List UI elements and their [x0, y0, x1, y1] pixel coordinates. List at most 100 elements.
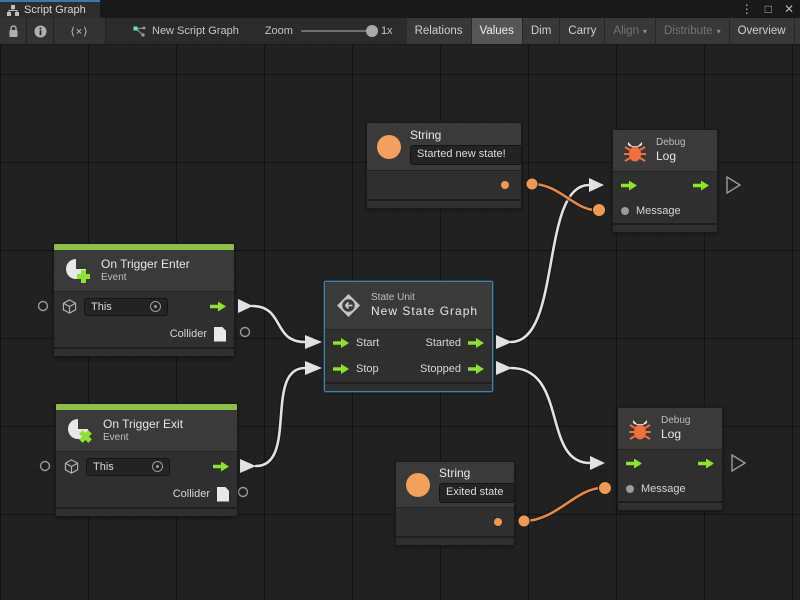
wire-stopped-to-debug — [508, 365, 593, 466]
node-footer — [54, 347, 234, 356]
chevron-down-icon: ▾ — [642, 26, 647, 36]
script-graph-icon — [133, 26, 146, 37]
lock-icon — [9, 24, 17, 37]
overview-button[interactable]: Overview — [729, 18, 795, 44]
flow-output-port[interactable] — [693, 180, 709, 191]
port-enter-out — [238, 299, 253, 313]
wire-exit-to-stop — [253, 365, 308, 469]
target-picker-icon[interactable] — [150, 301, 161, 312]
string-type-icon — [377, 134, 401, 159]
collider-value-icon[interactable] — [214, 326, 226, 342]
start-input-port[interactable] — [333, 338, 349, 348]
stopped-output-port[interactable] — [468, 364, 484, 374]
wire-string-to-message-top — [529, 181, 599, 213]
target-self-field[interactable]: This — [86, 457, 170, 476]
flow-input-port[interactable] — [626, 458, 642, 469]
bug-icon — [624, 141, 646, 162]
node-on-trigger-exit[interactable]: On Trigger Exit Event This — [55, 403, 238, 517]
port-exit-collider-out — [237, 486, 249, 498]
started-output-port[interactable] — [468, 338, 484, 348]
wire-enter-to-start — [249, 303, 308, 345]
maximize-icon[interactable]: □ — [764, 2, 772, 16]
port-label: Message — [636, 205, 681, 217]
string-output-port[interactable] — [494, 518, 502, 526]
tab-script-graph[interactable]: Script Graph — [0, 0, 100, 18]
zoom-slider[interactable] — [300, 25, 378, 37]
relations-button[interactable]: Relations — [406, 18, 472, 44]
gameobject-cube-icon — [62, 299, 77, 314]
bug-icon — [629, 419, 651, 440]
code-view-button[interactable]: ⟨×⟩ — [54, 18, 106, 44]
string-type-icon — [406, 472, 430, 497]
window-menu-icon[interactable]: ⋮ — [740, 2, 753, 16]
graph-name[interactable]: New Script Graph — [132, 18, 239, 44]
carry-button[interactable]: Carry — [560, 18, 606, 44]
zoom-value: 1x — [380, 25, 393, 37]
node-debug-log-top[interactable]: Debug Log Message — [612, 129, 718, 233]
graph-name-label: New Script Graph — [152, 25, 239, 37]
node-category: State Unit — [371, 291, 415, 303]
trigger-enter-icon — [66, 256, 90, 283]
node-state-unit[interactable]: State Unit New State Graph Start Started… — [324, 281, 493, 392]
dim-button[interactable]: Dim — [522, 18, 561, 44]
node-string-bottom[interactable]: String Exited state — [395, 461, 515, 546]
flow-output-port[interactable] — [213, 461, 229, 472]
node-footer — [396, 536, 514, 545]
port-exit-out — [240, 459, 256, 473]
node-category: Debug — [661, 414, 691, 426]
state-unit-icon — [337, 294, 360, 317]
toolbar-buttons: Relations Values Dim Carry Align ▾ Distr… — [406, 18, 800, 44]
port-stopped-out — [496, 361, 512, 375]
zoom-control: Zoom 1x — [265, 18, 393, 44]
distribute-button[interactable]: Distribute ▾ — [656, 18, 730, 44]
message-input-port[interactable] — [621, 207, 629, 215]
port-label: Started — [425, 337, 461, 349]
target-self-field[interactable]: This — [84, 297, 168, 316]
collider-value-icon[interactable] — [217, 486, 229, 502]
string-output-port[interactable] — [501, 181, 509, 189]
node-string-top[interactable]: String Started new state! — [366, 122, 522, 209]
target-picker-icon[interactable] — [152, 461, 163, 472]
node-category: Debug — [656, 136, 686, 148]
port-message-top-in — [592, 203, 606, 217]
port-enter-self-in — [37, 300, 49, 312]
graph-toolbar: ⟨×⟩ New Script Graph Zoom 1x Relations V… — [0, 18, 800, 45]
node-title: On Trigger Enter — [101, 256, 190, 271]
lock-button[interactable] — [0, 18, 27, 44]
graph-canvas[interactable]: String Started new state! — [0, 45, 800, 600]
port-label: Collider — [169, 328, 207, 340]
node-title: String — [439, 466, 471, 481]
flow-output-port[interactable] — [210, 301, 226, 312]
fullscreen-button[interactable]: Full Screen — [794, 18, 800, 44]
node-footer — [618, 501, 722, 510]
port-exit-self-in — [39, 460, 51, 472]
string-value-input[interactable]: Started new state! — [410, 145, 522, 165]
event-accent-bar — [54, 244, 234, 250]
info-button[interactable] — [27, 18, 54, 44]
flow-input-port[interactable] — [621, 180, 637, 191]
port-string-top-out — [525, 177, 539, 191]
port-label: Start — [356, 337, 380, 349]
port-string-bottom-out — [517, 514, 531, 528]
port-enter-collider-out — [239, 326, 251, 338]
port-debug-bottom-flow-out — [731, 453, 747, 473]
message-input-port[interactable] — [626, 485, 634, 493]
values-button[interactable]: Values — [471, 18, 523, 44]
arrowhead-debug-top-in — [589, 178, 604, 192]
node-on-trigger-enter[interactable]: On Trigger Enter Event This — [53, 243, 235, 357]
zoom-slider-handle[interactable] — [365, 25, 378, 37]
flow-output-port[interactable] — [698, 458, 714, 469]
node-title: On Trigger Exit — [103, 416, 184, 431]
stop-input-port[interactable] — [333, 364, 349, 374]
node-subtitle: Event — [103, 431, 129, 443]
align-button[interactable]: Align ▾ — [605, 18, 656, 44]
close-icon[interactable]: ✕ — [783, 2, 794, 16]
node-debug-log-bottom[interactable]: Debug Log Message — [617, 407, 723, 511]
string-value-input[interactable]: Exited state — [439, 483, 515, 503]
node-footer — [613, 223, 717, 232]
node-footer — [56, 507, 237, 516]
trigger-exit-icon — [68, 416, 92, 443]
node-subtitle: Event — [101, 271, 127, 283]
port-started-out — [496, 335, 512, 349]
